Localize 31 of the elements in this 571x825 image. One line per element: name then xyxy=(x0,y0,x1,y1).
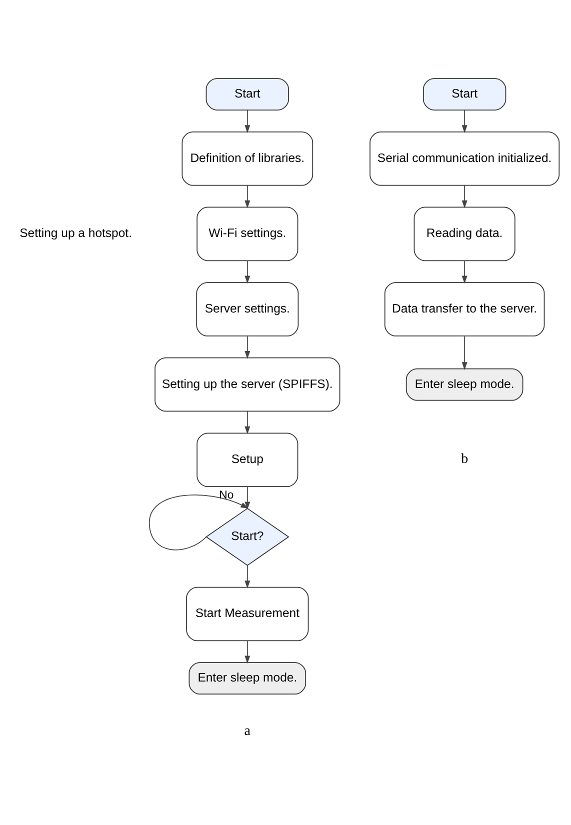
arrow xyxy=(244,260,250,284)
node-box: Serial communication initialized. xyxy=(370,130,560,186)
node-box: Data transfer to the server. xyxy=(384,282,545,336)
arrow xyxy=(462,184,468,208)
node-box: Start Measurement xyxy=(186,586,309,641)
label: Setting up a hotspot. xyxy=(20,226,132,240)
arrow xyxy=(244,564,250,588)
label: a xyxy=(244,724,251,739)
arrow xyxy=(462,109,468,133)
node-box: Start xyxy=(422,78,506,110)
arrow xyxy=(244,410,250,434)
node-box: Enter sleep mode. xyxy=(188,662,306,694)
node-diamond: Start? xyxy=(205,507,290,566)
node-box: Definition of libraries. xyxy=(182,130,314,186)
arrow xyxy=(244,640,250,664)
arrow xyxy=(462,335,468,370)
arrow xyxy=(244,184,250,208)
node-box: Setting up the server (SPIFFS). xyxy=(154,356,340,412)
edge-label: No xyxy=(219,489,234,502)
node-box: Reading data. xyxy=(414,206,516,261)
node-box: Setup xyxy=(196,432,298,486)
arrow xyxy=(462,260,468,284)
arrow xyxy=(244,335,250,358)
label: b xyxy=(461,452,468,467)
node-box: Wi-Fi settings. xyxy=(196,206,298,261)
node-box: Enter sleep mode. xyxy=(406,368,524,400)
arrow xyxy=(244,486,250,510)
arrow xyxy=(148,494,249,550)
node-box: Start xyxy=(206,78,289,110)
arrow xyxy=(244,109,250,133)
node-box: Server settings. xyxy=(196,282,299,336)
